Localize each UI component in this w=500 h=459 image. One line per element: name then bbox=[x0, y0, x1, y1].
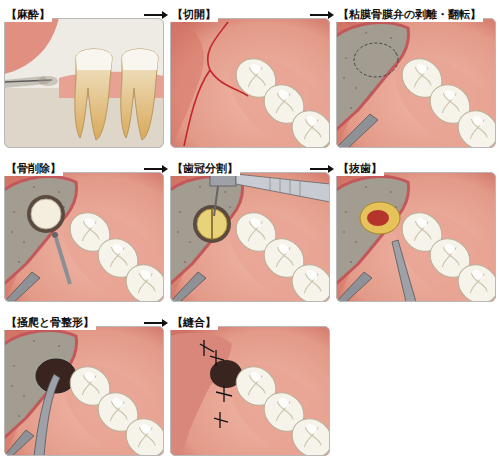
incision-picture bbox=[170, 18, 351, 170]
extraction-picture bbox=[336, 172, 500, 324]
panel-frame bbox=[4, 18, 164, 148]
arrow-line bbox=[310, 168, 329, 170]
crown-section-picture bbox=[170, 172, 351, 324]
step-panel: 【抜歯】 bbox=[336, 157, 496, 302]
arrow-head bbox=[162, 319, 168, 327]
arrow-line bbox=[144, 322, 163, 324]
panel-frame bbox=[4, 326, 164, 456]
step-label: 【粘膜骨膜弁の剥離・翻転】 bbox=[336, 8, 483, 22]
arrow-line bbox=[310, 14, 329, 16]
step-label: 【掻爬と骨整形】 bbox=[4, 316, 96, 330]
step-label: 【歯冠分割】 bbox=[170, 162, 240, 176]
arrow-line bbox=[144, 14, 163, 16]
step-panel: 【麻酔】 bbox=[4, 3, 164, 148]
arrow-line bbox=[144, 168, 163, 170]
step-label: 【切開】 bbox=[170, 8, 218, 22]
step-panel: 【骨削除】 bbox=[4, 157, 164, 302]
curettage-picture bbox=[4, 326, 185, 459]
flap-picture bbox=[336, 18, 500, 170]
anesthesia-picture bbox=[4, 18, 164, 148]
panel-frame bbox=[170, 18, 330, 148]
step-label: 【麻酔】 bbox=[4, 8, 52, 22]
step-panel: 【縫合】 bbox=[170, 311, 330, 456]
arrow-head bbox=[328, 11, 334, 19]
step-panel: 【切開】 bbox=[170, 3, 330, 148]
arrow-head bbox=[328, 165, 334, 173]
step-panel: 【掻爬と骨整形】 bbox=[4, 311, 164, 456]
step-panel: 【粘膜骨膜弁の剥離・翻転】 bbox=[336, 3, 496, 148]
step-label: 【抜歯】 bbox=[336, 162, 384, 176]
step-label: 【縫合】 bbox=[170, 316, 218, 330]
arrow-head bbox=[162, 165, 168, 173]
bone-removal-picture bbox=[4, 172, 185, 324]
step-label: 【骨削除】 bbox=[4, 162, 63, 176]
arrow-head bbox=[162, 11, 168, 19]
step-panel: 【歯冠分割】 bbox=[170, 157, 330, 302]
panel-frame bbox=[336, 18, 496, 148]
suture-picture bbox=[170, 326, 351, 459]
panel-frame bbox=[336, 172, 496, 302]
panel-frame bbox=[170, 172, 330, 302]
panel-frame bbox=[4, 172, 164, 302]
panel-frame bbox=[170, 326, 330, 456]
